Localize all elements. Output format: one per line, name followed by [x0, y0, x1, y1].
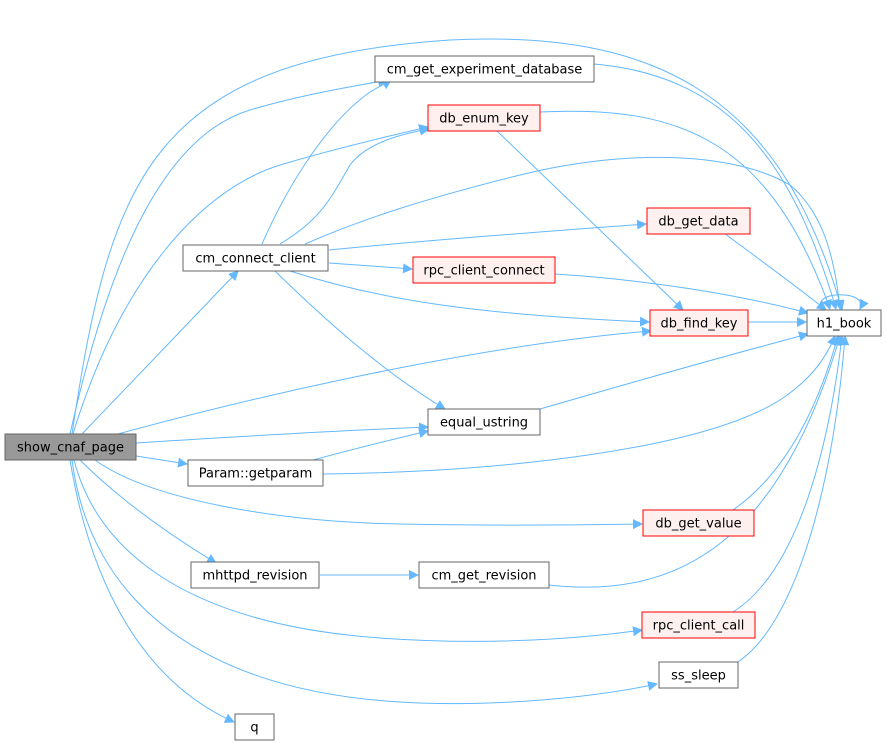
edge-db_enum_key-h1_book — [539, 110, 832, 310]
edge-db_get_value-h1_book — [732, 335, 841, 511]
node-db_get_value-label: db_get_value — [655, 517, 741, 532]
edge-show_cnaf_page-param_getparam — [135, 455, 188, 468]
edge-show_cnaf_page-db_enum_key — [72, 124, 429, 435]
edge-cm_connect_client-equal_ustring — [274, 270, 446, 410]
node-cm_connect_client-label: cm_connect_client — [195, 252, 315, 267]
edge-show_cnaf_page-equal_ustring — [135, 422, 429, 444]
edge-rpc_client_call-h1_book — [732, 335, 846, 613]
node-cm_connect_client[interactable]: cm_connect_client — [182, 244, 329, 272]
edge-show_cnaf_page-q — [69, 459, 235, 723]
node-rpc_client_call-label: rpc_client_call — [653, 619, 745, 634]
node-rpc_client_connect-label: rpc_client_connect — [423, 264, 544, 279]
node-param_getparam-label: Param::getparam — [199, 467, 313, 482]
edge-db_get_data-h1_book — [723, 232, 827, 311]
node-q[interactable]: q — [234, 713, 275, 741]
edge-show_cnaf_page-db_find_key — [117, 326, 652, 435]
edge-cm_connect_client-db_get_data — [328, 219, 647, 251]
node-equal_ustring-label: equal_ustring — [440, 416, 528, 431]
node-h1_book-label: h1_book — [817, 317, 872, 332]
edge-ss_sleep-h1_book — [737, 335, 850, 663]
edges — [69, 38, 869, 723]
nodes: show_cnaf_page cm_get_experiment_databas… — [4, 55, 882, 741]
node-mhttpd_revision-label: mhttpd_revision — [202, 569, 307, 584]
node-cm_get_experiment_database-label: cm_get_experiment_database — [387, 63, 583, 78]
edge-rpc_client_connect-h1_book — [554, 273, 809, 316]
edge-cm_get_experiment_database-h1_book — [593, 63, 839, 310]
node-db_enum_key-label: db_enum_key — [439, 112, 529, 127]
edge-param_getparam-h1_book — [322, 335, 837, 475]
edge-show_cnaf_page-rpc_client_call — [73, 459, 643, 642]
edge-equal_ustring-h1_book — [539, 331, 809, 410]
node-rpc_client_connect[interactable]: rpc_client_connect — [412, 256, 556, 284]
node-db_get_data[interactable]: db_get_data — [646, 207, 751, 235]
node-db_enum_key[interactable]: db_enum_key — [427, 104, 541, 132]
node-rpc_client_call[interactable]: rpc_client_call — [641, 611, 756, 639]
node-cm_get_revision-label: cm_get_revision — [431, 569, 536, 584]
node-q-label: q — [250, 721, 258, 736]
node-equal_ustring[interactable]: equal_ustring — [427, 408, 541, 436]
node-db_get_value[interactable]: db_get_value — [642, 509, 755, 537]
edge-h1_book-h1_book — [819, 294, 869, 310]
edge-cm_connect_client-cm_get_experiment_database — [261, 79, 392, 245]
edge-param_getparam-equal_ustring — [312, 428, 429, 461]
node-ss_sleep[interactable]: ss_sleep — [658, 661, 739, 689]
node-param_getparam[interactable]: Param::getparam — [187, 459, 324, 487]
node-h1_book[interactable]: h1_book — [806, 309, 882, 337]
edge-show_cnaf_page-ss_sleep — [71, 459, 658, 705]
node-mhttpd_revision[interactable]: mhttpd_revision — [190, 561, 320, 589]
edge-cm_get_revision-h1_book — [548, 335, 843, 588]
edge-show_cnaf_page-cm_get_experiment_database — [69, 76, 388, 435]
node-show_cnaf_page-label: show_cnaf_page — [17, 441, 124, 456]
edge-db_enum_key-db_find_key — [496, 130, 684, 311]
node-ss_sleep-label: ss_sleep — [671, 669, 726, 684]
edge-cm_connect_client-rpc_client_connect — [328, 262, 413, 274]
node-db_find_key-label: db_find_key — [661, 317, 738, 332]
node-db_get_data-label: db_get_data — [658, 215, 738, 230]
edge-cm_connect_client-db_find_key — [289, 270, 650, 327]
node-db_find_key[interactable]: db_find_key — [649, 309, 749, 337]
node-cm_get_experiment_database[interactable]: cm_get_experiment_database — [374, 55, 595, 83]
edge-show_cnaf_page-cm_connect_client — [81, 270, 239, 435]
edge-show_cnaf_page-mhttpd_revision — [79, 459, 217, 564]
node-show_cnaf_page[interactable]: show_cnaf_page — [4, 433, 137, 461]
node-cm_get_revision[interactable]: cm_get_revision — [418, 561, 550, 589]
edge-cm_connect_client-db_enum_key — [279, 125, 430, 245]
edge-cm_connect_client-h1_book — [304, 156, 845, 310]
edge-show_cnaf_page-h1_book — [71, 38, 845, 435]
edge-show_cnaf_page-db_get_value — [94, 459, 643, 530]
